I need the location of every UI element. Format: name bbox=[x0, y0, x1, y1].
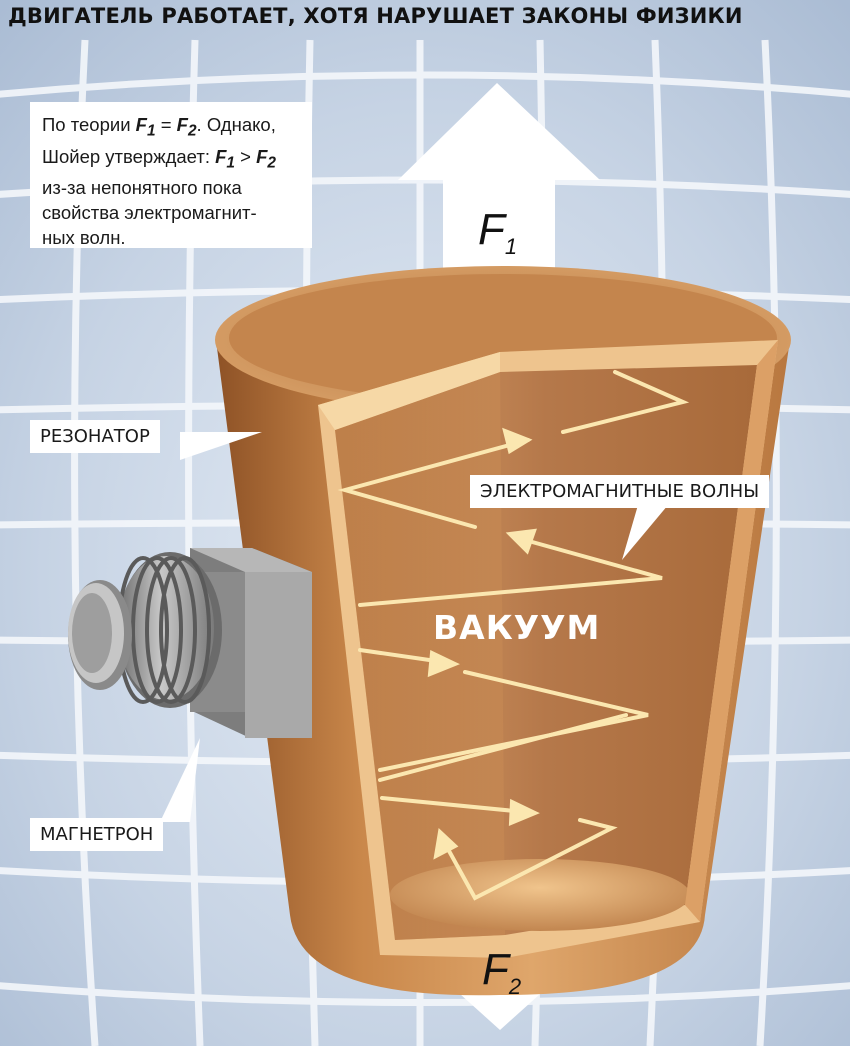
explanation-line-5: ных волн. bbox=[42, 227, 126, 249]
force-f1-label: F1 bbox=[478, 205, 518, 259]
electromagnetic-waves bbox=[337, 370, 690, 901]
label-resonator: РЕЗОНАТОР bbox=[30, 420, 160, 453]
label-waves: ЭЛЕКТРОМАГНИТНЫЕ ВОЛНЫ bbox=[470, 475, 770, 508]
label-magnetron: МАГНЕТРОН bbox=[30, 818, 164, 851]
callout-pointer-magnetron bbox=[160, 738, 200, 822]
explanation-line-2: Шойер утверждает: F1 > F2 bbox=[42, 145, 276, 172]
callout-pointer-waves bbox=[622, 505, 668, 560]
page-title: ДВИГАТЕЛЬ РАБОТАЕТ, ХОТЯ НАРУШАЕТ ЗАКОНЫ… bbox=[8, 4, 743, 28]
explanation-line-3: из-за непонятного пока bbox=[42, 177, 242, 199]
explanation-line-4: свойства электромагнит- bbox=[42, 202, 257, 224]
arrow-up-icon bbox=[398, 83, 600, 312]
callout-pointer-resonator bbox=[180, 432, 262, 460]
magnetron-icon bbox=[68, 548, 312, 738]
explanation-line-1: По теории F1 = F2. Однако, bbox=[42, 114, 276, 140]
explanation-box: По теории F1 = F2. Однако, Шойер утвержд… bbox=[30, 102, 312, 248]
label-vacuum: ВАКУУМ bbox=[433, 608, 601, 647]
force-f2-label: F2 bbox=[482, 945, 522, 999]
